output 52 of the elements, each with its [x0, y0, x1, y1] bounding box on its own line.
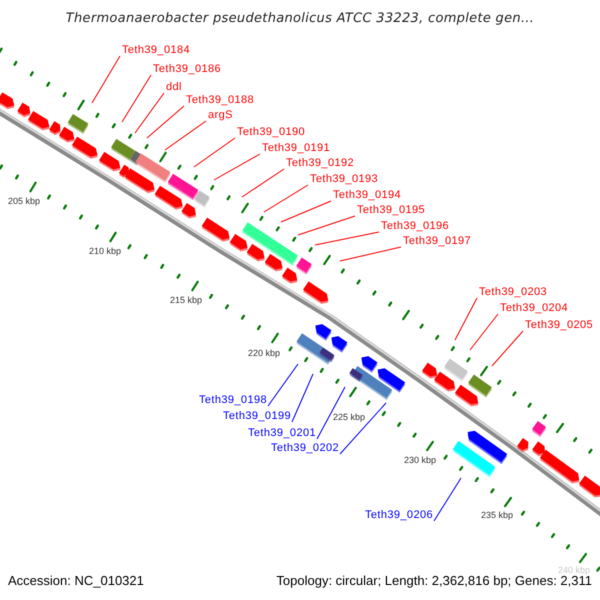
- position-label: 205 kbp: [8, 196, 40, 207]
- accession-text: Accession: NC_010321: [8, 573, 144, 589]
- position-label: 225 kbp: [333, 412, 366, 423]
- gene-label: Teth39_0205: [525, 319, 594, 332]
- gene-label: Teth39_0199: [222, 410, 291, 423]
- leader-line: [340, 402, 386, 454]
- position-label: 230 kbp: [404, 455, 436, 466]
- leader-line: [492, 330, 524, 366]
- gene-label: argS: [208, 109, 233, 122]
- gene-label: Teth39_0186: [153, 63, 222, 76]
- leader-line: [134, 92, 164, 134]
- leader-line: [268, 364, 298, 406]
- gene-label: Teth39_0188: [186, 94, 254, 107]
- gene-label: Teth39_0198: [198, 394, 267, 407]
- gene-label: Teth39_0202: [270, 442, 339, 455]
- leader-line: [92, 56, 120, 104]
- gene-label: Teth39_0197: [403, 235, 472, 248]
- position-label: 220 kbp: [248, 348, 280, 359]
- gene-label: Teth39_0190: [237, 126, 306, 139]
- gene-label: Teth39_0184: [122, 44, 190, 57]
- leader-line: [434, 478, 462, 522]
- position-label: 210 kbp: [89, 246, 122, 257]
- gene-label: Teth39_0193: [310, 173, 378, 186]
- leader-line: [340, 246, 402, 262]
- gene-label: Teth39_0201: [248, 427, 316, 440]
- leader-line: [264, 184, 308, 212]
- leader-line: [470, 314, 498, 350]
- leader-line: [280, 200, 332, 222]
- leader-line: [454, 298, 478, 340]
- leader-line: [242, 168, 284, 198]
- leader-line: [298, 216, 356, 236]
- genome-summary-text: Topology: circular; Length: 2,362,816 bp; Genes: 2,311: [276, 573, 592, 589]
- gene-label: Teth39_0203: [479, 286, 548, 299]
- gene-label: Teth39_0194: [333, 189, 402, 202]
- gene-label: ddl: [166, 81, 182, 94]
- gene-label: Teth39_0204: [500, 302, 568, 315]
- gene-label: Teth39_0196: [381, 220, 450, 233]
- position-label: 235 kbp: [481, 510, 514, 521]
- leader-line: [122, 74, 152, 122]
- leader-line: [214, 154, 260, 180]
- position-label: 215 kbp: [170, 295, 202, 306]
- leader-line: [314, 232, 380, 246]
- leader-line: [316, 386, 346, 440]
- leader-line: [194, 138, 236, 168]
- leader-line: [292, 374, 314, 422]
- map-title: Thermoanaerobacter pseudethanolicus ATCC 33223, complete gen...: [64, 10, 536, 28]
- gene-label: Teth39_0195: [357, 204, 426, 217]
- leader-line: [146, 106, 184, 138]
- gene-label: Teth39_0192: [286, 157, 354, 170]
- gene-label: Teth39_0206: [364, 509, 433, 522]
- gene-label: Teth39_0191: [262, 142, 330, 155]
- leader-line: [164, 120, 206, 150]
